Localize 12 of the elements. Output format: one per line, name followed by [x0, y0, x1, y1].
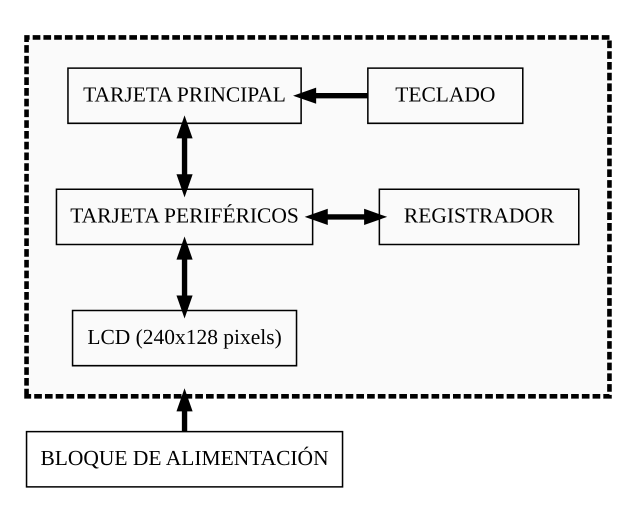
node-box: BLOQUE DE ALIMENTACIÓN: [26, 430, 344, 488]
arrow: [304, 208, 388, 224]
node-box: TARJETA PRINCIPAL: [67, 66, 302, 124]
node-box: LCD (240x128 pixels): [72, 309, 298, 366]
arrow: [176, 114, 193, 197]
node-box: TARJETA PERIFÉRICOS: [56, 188, 314, 245]
arrow: [176, 388, 193, 432]
arrow: [176, 236, 193, 318]
node-box: TECLADO: [367, 66, 524, 124]
cluster: [24, 34, 612, 398]
arrow: [293, 87, 368, 104]
node-box: REGISTRADOR: [378, 188, 580, 245]
